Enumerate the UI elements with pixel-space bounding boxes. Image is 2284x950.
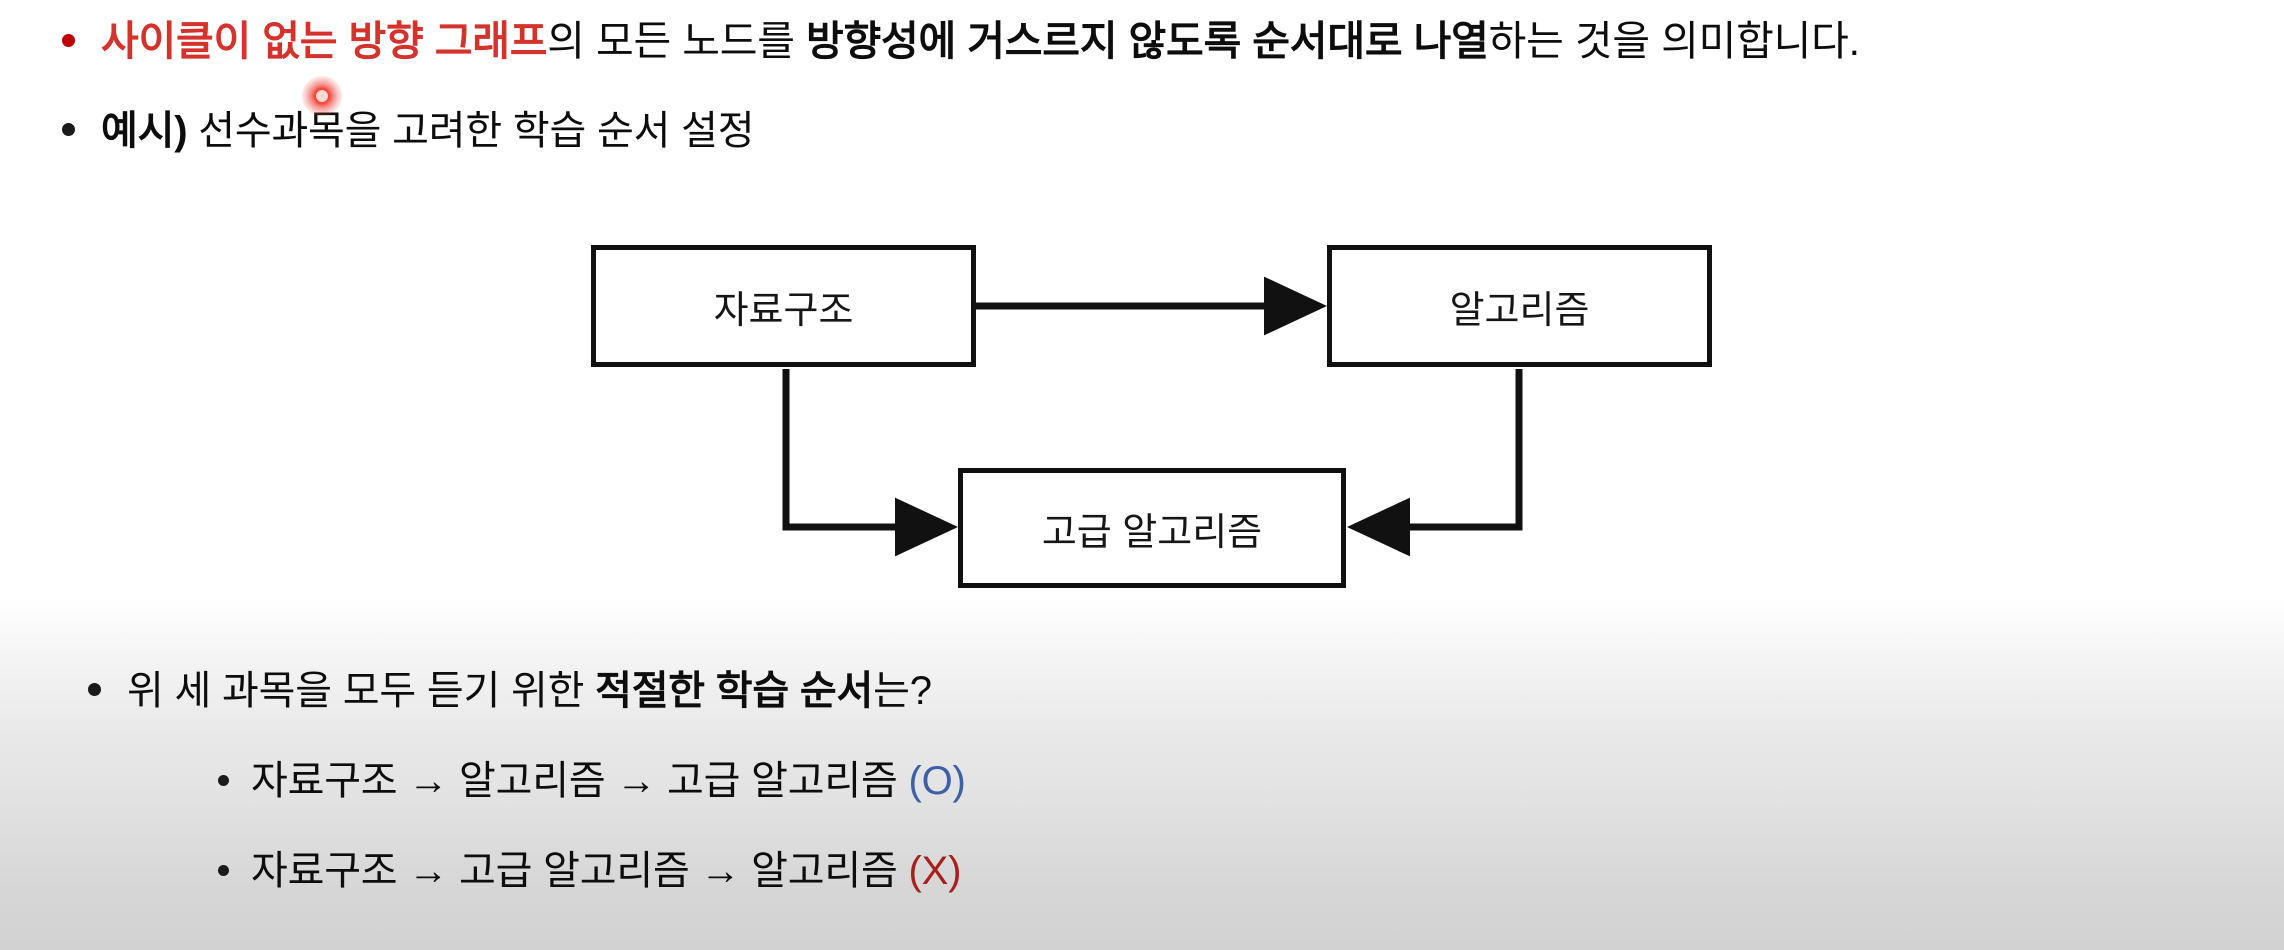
bullet-definition-text: 사이클이 없는 방향 그래프의 모든 노드를 방향성에 거스르지 않도록 순서대…	[101, 18, 1860, 65]
edge-ds-to-adv	[782, 369, 958, 557]
answer-correct-sequence: 자료구조 → 알고리즘 → 고급 알고리즘	[251, 759, 909, 803]
definition-emphasis-red: 사이클이 없는 방향 그래프	[101, 18, 548, 64]
definition-plain-1: 의 모든 노드를	[547, 18, 806, 64]
bullet-marker-icon	[218, 775, 229, 786]
bullet-marker-icon	[218, 865, 229, 876]
question-plain-1: 위 세 과목을 모두 듣기 위한	[127, 669, 596, 713]
bullet-marker-icon	[62, 34, 75, 47]
example-label: 예시)	[101, 109, 188, 153]
example-body: 선수과목을 고려한 학습 순서 설정	[187, 109, 755, 153]
node-label-advanced-algorithm: 고급 알고리즘	[1041, 511, 1263, 554]
answer-correct-text: 자료구조 → 알고리즘 → 고급 알고리즘 (O)	[251, 758, 966, 804]
node-label-data-structure: 자료구조	[713, 289, 854, 332]
bullet-definition: 사이클이 없는 방향 그래프의 모든 노드를 방향성에 거스르지 않도록 순서대…	[62, 18, 1860, 65]
question-plain-2: 는?	[873, 669, 932, 713]
bullet-example-text: 예시) 선수과목을 고려한 학습 순서 설정	[101, 108, 754, 154]
answer-wrong-text: 자료구조 → 고급 알고리즘 → 알고리즘 (X)	[251, 848, 961, 894]
answer-wrong-sequence: 자료구조 → 고급 알고리즘 → 알고리즘	[251, 849, 909, 893]
node-box-algorithm: 알고리즘	[1327, 245, 1712, 367]
node-box-data-structure: 자료구조	[591, 245, 976, 367]
bullet-marker-icon	[62, 123, 75, 136]
bullet-marker-icon	[88, 683, 101, 696]
answer-correct-mark: (O)	[908, 759, 966, 803]
bullet-answer-correct: 자료구조 → 알고리즘 → 고급 알고리즘 (O)	[218, 758, 966, 804]
definition-emphasis-bold: 방향성에 거스르지 않도록 순서대로 나열	[806, 18, 1489, 64]
bullet-example: 예시) 선수과목을 고려한 학습 순서 설정	[62, 108, 754, 154]
edge-alg-to-adv	[1347, 369, 1523, 557]
node-label-algorithm: 알고리즘	[1449, 289, 1590, 332]
node-box-advanced-algorithm: 고급 알고리즘	[958, 468, 1346, 588]
bullet-answer-wrong: 자료구조 → 고급 알고리즘 → 알고리즘 (X)	[218, 848, 961, 894]
bullet-question: 위 세 과목을 모두 듣기 위한 적절한 학습 순서는?	[88, 668, 932, 714]
answer-wrong-mark: (X)	[908, 849, 962, 893]
definition-plain-2: 하는 것을 의미합니다.	[1488, 18, 1860, 64]
bullet-question-text: 위 세 과목을 모두 듣기 위한 적절한 학습 순서는?	[127, 668, 932, 714]
question-emphasis: 적절한 학습 순서	[595, 669, 874, 713]
